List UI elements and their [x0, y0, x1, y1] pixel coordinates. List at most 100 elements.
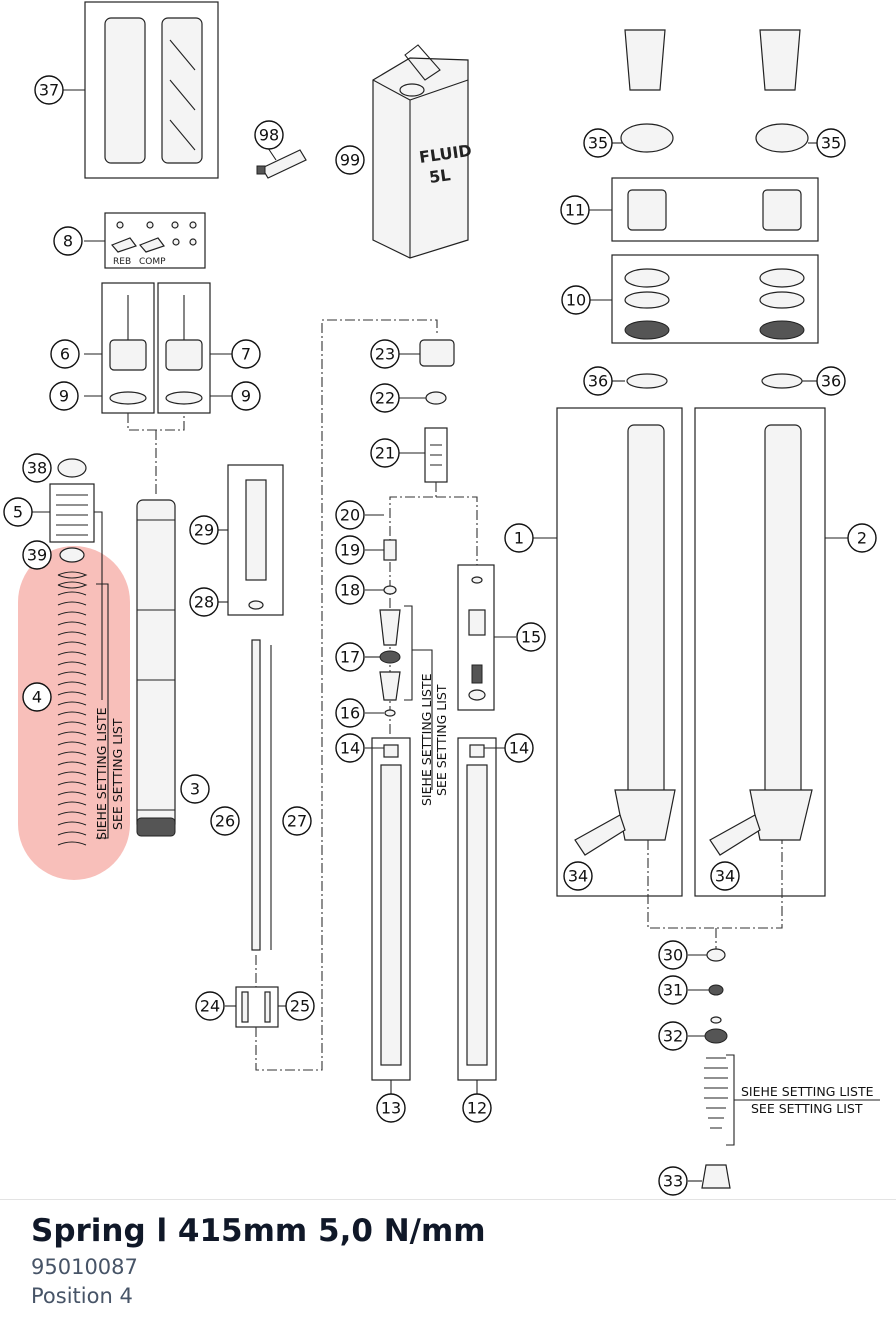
callout-3[interactable]: 3 — [180, 774, 210, 804]
part-fork-top-left[interactable] — [620, 29, 809, 153]
callout-33[interactable]: 33 — [658, 1166, 688, 1196]
callout-29[interactable]: 29 — [189, 515, 219, 545]
divider — [0, 1199, 896, 1200]
callout-label: 36 — [821, 372, 841, 391]
callout-circle — [658, 940, 688, 970]
callout-9[interactable]: 9 — [49, 381, 79, 411]
callout-label: 3 — [190, 780, 200, 799]
callout-label: 26 — [215, 812, 235, 831]
callout-26[interactable]: 26 — [210, 806, 240, 836]
callout-label: 24 — [200, 997, 220, 1016]
part-main-spring[interactable] — [57, 571, 88, 846]
callout-11[interactable]: 11 — [560, 195, 590, 225]
callout-38[interactable]: 38 — [22, 453, 52, 483]
callout-35[interactable]: 35 — [583, 128, 613, 158]
part-needle-kit[interactable] — [235, 986, 279, 1028]
callout-label: 19 — [340, 541, 360, 560]
part-grease-tube[interactable] — [256, 149, 307, 179]
part-fork-caps[interactable] — [101, 282, 211, 414]
part-piston-assembly[interactable] — [227, 464, 284, 616]
part-fork-guards[interactable] — [84, 1, 219, 179]
callout-17[interactable]: 17 — [335, 642, 365, 672]
callout-label: 21 — [375, 444, 395, 463]
part-fluid-can[interactable]: FLUID 5L — [372, 44, 473, 259]
part-39-ring[interactable] — [59, 547, 85, 563]
callout-30[interactable]: 30 — [658, 940, 688, 970]
callout-39[interactable]: 39 — [22, 540, 52, 570]
callout-37[interactable]: 37 — [34, 75, 64, 105]
part-base-valve[interactable] — [419, 339, 455, 483]
callout-10[interactable]: 10 — [561, 285, 591, 315]
callout-13[interactable]: 13 — [376, 1093, 406, 1123]
callout-14[interactable]: 14 — [504, 733, 534, 763]
callout-label: 13 — [381, 1099, 401, 1118]
part-36-right[interactable] — [761, 373, 803, 389]
callout-6[interactable]: 6 — [50, 339, 80, 369]
callout-9[interactable]: 9 — [231, 381, 261, 411]
callout-24[interactable]: 24 — [195, 991, 225, 1021]
callout-19[interactable]: 19 — [335, 535, 365, 565]
callout-circle — [816, 128, 846, 158]
part-cartridge-12[interactable] — [457, 737, 497, 1081]
callout-label: 10 — [566, 291, 586, 310]
callout-16[interactable]: 16 — [335, 698, 365, 728]
callout-circle — [462, 1093, 492, 1123]
callout-label: 15 — [521, 628, 541, 647]
part-number: 95010087 — [31, 1255, 138, 1279]
callout-34[interactable]: 34 — [563, 861, 593, 891]
part-36-left[interactable] — [626, 373, 668, 389]
callout-27[interactable]: 27 — [282, 806, 312, 836]
callout-35[interactable]: 35 — [816, 128, 846, 158]
callout-circle — [561, 285, 591, 315]
callout-circle — [50, 339, 80, 369]
callout-22[interactable]: 22 — [370, 383, 400, 413]
callout-34[interactable]: 34 — [710, 861, 740, 891]
callout-8[interactable]: 8 — [53, 226, 83, 256]
callout-label: 34 — [715, 867, 735, 886]
part-outer-tube-left[interactable] — [556, 407, 683, 897]
setting-note-left-line1: SIEHE SETTING LISTE — [94, 707, 109, 840]
callout-7[interactable]: 7 — [231, 339, 261, 369]
part-compression-stack[interactable] — [379, 539, 401, 717]
part-bushings[interactable] — [611, 177, 819, 242]
callout-15[interactable]: 15 — [516, 622, 546, 652]
part-seals[interactable] — [611, 254, 819, 344]
part-cartridge-tube[interactable] — [136, 499, 176, 837]
callout-31[interactable]: 31 — [658, 975, 688, 1005]
callout-circle — [816, 366, 846, 396]
callout-25[interactable]: 25 — [285, 991, 315, 1021]
part-cartridge-13[interactable] — [371, 737, 411, 1081]
part-38-ring[interactable] — [57, 458, 87, 478]
callout-99[interactable]: 99 — [335, 145, 365, 175]
part-outer-tube-right[interactable] — [694, 407, 826, 897]
callout-21[interactable]: 21 — [370, 438, 400, 468]
callout-circle — [210, 806, 240, 836]
callout-32[interactable]: 32 — [658, 1021, 688, 1051]
part-adjuster-kit[interactable]: REB COMP — [104, 212, 206, 269]
part-spring-preload[interactable] — [49, 483, 95, 543]
callout-36[interactable]: 36 — [583, 366, 613, 396]
part-rod-26[interactable] — [251, 639, 261, 951]
callout-12[interactable]: 12 — [462, 1093, 492, 1123]
part-lower-valve-stack[interactable] — [701, 948, 731, 1189]
part-rebound-stack[interactable] — [457, 564, 495, 711]
callout-18[interactable]: 18 — [335, 575, 365, 605]
callout-20[interactable]: 20 — [335, 500, 365, 530]
callout-circle — [34, 75, 64, 105]
callout-label: 33 — [663, 1172, 683, 1191]
callout-label: 5 — [13, 503, 23, 522]
callout-label: 20 — [340, 506, 360, 525]
callout-23[interactable]: 23 — [370, 339, 400, 369]
callout-2[interactable]: 2 — [847, 523, 877, 553]
callout-36[interactable]: 36 — [816, 366, 846, 396]
callout-4[interactable]: 4 — [22, 682, 52, 712]
callout-5[interactable]: 5 — [3, 497, 33, 527]
adjuster-label-reb: REB — [113, 257, 131, 267]
part-title: Spring l 415mm 5,0 N/mm — [31, 1213, 486, 1249]
callout-28[interactable]: 28 — [189, 587, 219, 617]
callout-98[interactable]: 98 — [254, 120, 284, 150]
callout-14[interactable]: 14 — [335, 733, 365, 763]
setting-note-center-line1: SIEHE SETTING LISTE — [419, 673, 434, 806]
callout-1[interactable]: 1 — [504, 523, 534, 553]
callout-label: 6 — [60, 345, 70, 364]
